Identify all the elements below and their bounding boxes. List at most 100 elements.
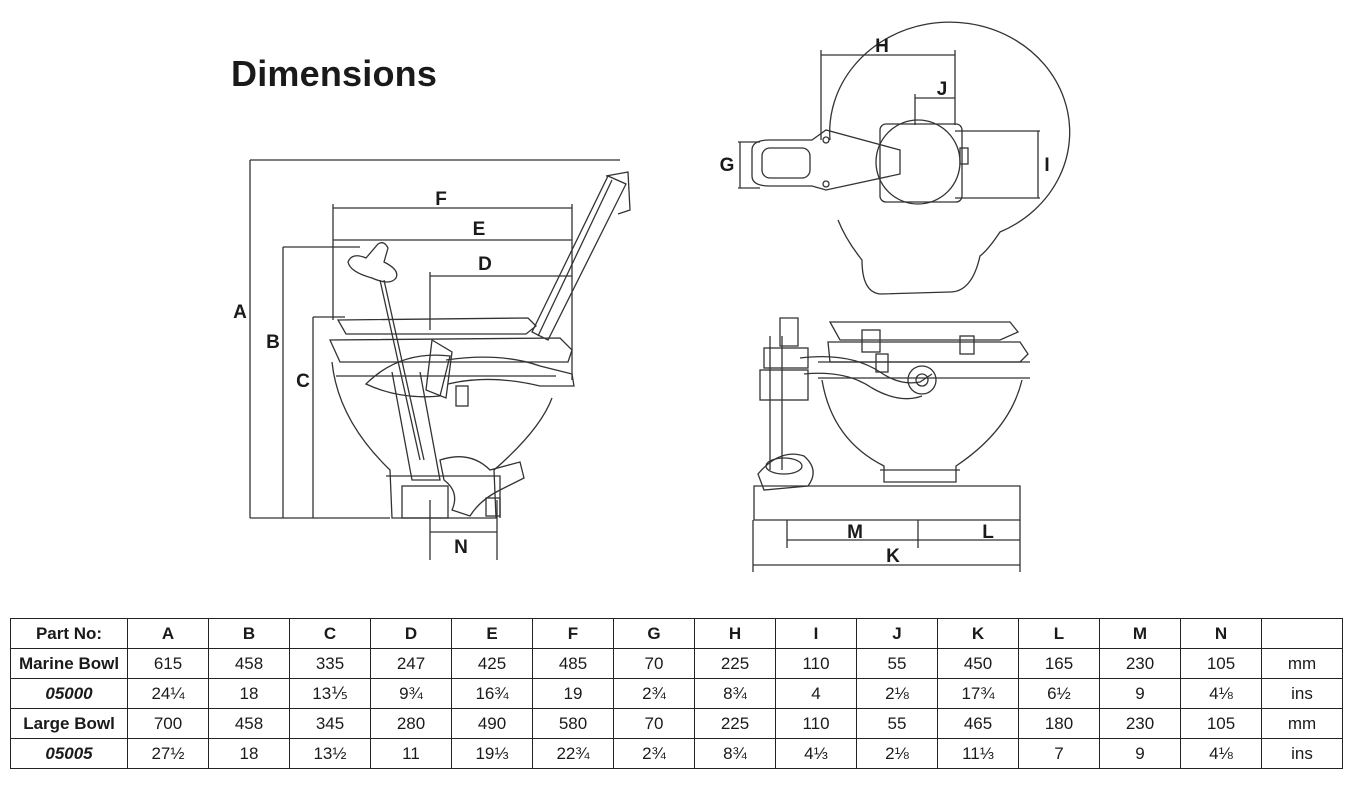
table-cell: 110: [775, 708, 857, 739]
header-cell: J: [856, 618, 938, 649]
table-cell: 16¾: [451, 678, 533, 709]
dimension-label-l: L: [982, 522, 994, 543]
table-cell: 70: [613, 648, 695, 679]
unit-cell: mm: [1261, 648, 1343, 679]
dimension-label-d: D: [478, 254, 492, 275]
dimension-label-j: J: [937, 79, 948, 100]
table-cell: 425: [451, 648, 533, 679]
table-cell: 9: [1099, 678, 1181, 709]
header-cell: K: [937, 618, 1019, 649]
table-cell: 70: [613, 708, 695, 739]
dimension-label-n: N: [454, 537, 468, 558]
row-label: Large Bowl: [10, 708, 128, 739]
unit-cell: ins: [1261, 678, 1343, 709]
table-cell: 335: [289, 648, 371, 679]
table-cell: 11: [370, 738, 452, 769]
header-cell: F: [532, 618, 614, 649]
table-cell: 2⅛: [856, 738, 938, 769]
table-cell: 485: [532, 648, 614, 679]
table-cell: 105: [1180, 648, 1262, 679]
table-cell: 8¾: [694, 678, 776, 709]
side-view: [249, 159, 631, 560]
table-cell: 9¾: [370, 678, 452, 709]
header-cell: A: [127, 618, 209, 649]
dimension-label-a: A: [233, 302, 247, 323]
table-row: Marine Bowl 615 458 335 247 425 485 70 2…: [10, 648, 1343, 679]
dimension-label-g: G: [720, 155, 735, 176]
table-cell: 55: [856, 648, 938, 679]
table-cell: 615: [127, 648, 209, 679]
table-cell: 345: [289, 708, 371, 739]
table-cell: 180: [1018, 708, 1100, 739]
header-cell: E: [451, 618, 533, 649]
table-cell: 4: [775, 678, 857, 709]
dimension-label-b: B: [266, 332, 280, 353]
table-cell: 4⅛: [1180, 678, 1262, 709]
header-cell: L: [1018, 618, 1100, 649]
table-cell: 7: [1018, 738, 1100, 769]
table-cell: 13⅕: [289, 678, 371, 709]
table-cell: 458: [208, 648, 290, 679]
table-cell: 280: [370, 708, 452, 739]
toilet-dimension-drawing: A B C D E F G H I J K L M N: [233, 21, 1071, 572]
table-cell: 225: [694, 648, 776, 679]
table-cell: 2⅛: [856, 678, 938, 709]
table-cell: 490: [451, 708, 533, 739]
dimension-label-c: C: [296, 371, 310, 392]
header-cell: M: [1099, 618, 1181, 649]
dimension-label-i: I: [1044, 155, 1049, 176]
table-cell: 19⅓: [451, 738, 533, 769]
dimension-label-f: F: [435, 189, 447, 210]
header-cell: G: [613, 618, 695, 649]
unit-cell: mm: [1261, 708, 1343, 739]
row-label: 05000: [10, 678, 128, 709]
table-cell: 247: [370, 648, 452, 679]
row-label: Marine Bowl: [10, 648, 128, 679]
header-cell: I: [775, 618, 857, 649]
header-cell: B: [208, 618, 290, 649]
table-cell: 18: [208, 678, 290, 709]
header-cell: [1261, 618, 1343, 649]
table-cell: 230: [1099, 708, 1181, 739]
dimension-label-e: E: [473, 219, 486, 240]
header-cell: D: [370, 618, 452, 649]
table-cell: 19: [532, 678, 614, 709]
table-cell: 225: [694, 708, 776, 739]
table-row: Large Bowl 700 458 345 280 490 580 70 22…: [10, 708, 1343, 739]
table-row: 05005 27½ 18 13½ 11 19⅓ 22¾ 2¾ 8¾ 4⅓ 2⅛ …: [10, 738, 1343, 769]
table-cell: 105: [1180, 708, 1262, 739]
table-cell: 8¾: [694, 738, 776, 769]
table-cell: 465: [937, 708, 1019, 739]
table-header-row: Part No: A B C D E F G H I J K L M N: [10, 618, 1343, 649]
header-cell: N: [1180, 618, 1262, 649]
table-cell: 18: [208, 738, 290, 769]
table-cell: 22¾: [532, 738, 614, 769]
page-title: Dimensions: [231, 53, 438, 94]
table-cell: 450: [937, 648, 1019, 679]
table-cell: 13½: [289, 738, 371, 769]
table-cell: 110: [775, 648, 857, 679]
table-cell: 55: [856, 708, 938, 739]
dimension-label-m: M: [847, 522, 863, 543]
table-cell: 230: [1099, 648, 1181, 679]
table-cell: 580: [532, 708, 614, 739]
dimension-label-h: H: [875, 36, 889, 57]
table-cell: 6½: [1018, 678, 1100, 709]
table-cell: 458: [208, 708, 290, 739]
table-cell: 2¾: [613, 678, 695, 709]
top-view: [738, 21, 1071, 295]
table-row: 05000 24¼ 18 13⅕ 9¾ 16¾ 19 2¾ 8¾ 4 2⅛ 17…: [10, 678, 1343, 709]
table-cell: 2¾: [613, 738, 695, 769]
table-cell: 700: [127, 708, 209, 739]
dimension-label-k: K: [886, 546, 900, 567]
header-cell: H: [694, 618, 776, 649]
dimensions-table: Part No: A B C D E F G H I J K L M N Mar…: [10, 618, 1343, 769]
front-view: [752, 317, 1030, 572]
table-cell: 4⅓: [775, 738, 857, 769]
unit-cell: ins: [1261, 738, 1343, 769]
table-cell: 9: [1099, 738, 1181, 769]
table-cell: 11⅓: [937, 738, 1019, 769]
table-cell: 165: [1018, 648, 1100, 679]
header-label: Part No:: [10, 618, 128, 649]
table-cell: 17¾: [937, 678, 1019, 709]
